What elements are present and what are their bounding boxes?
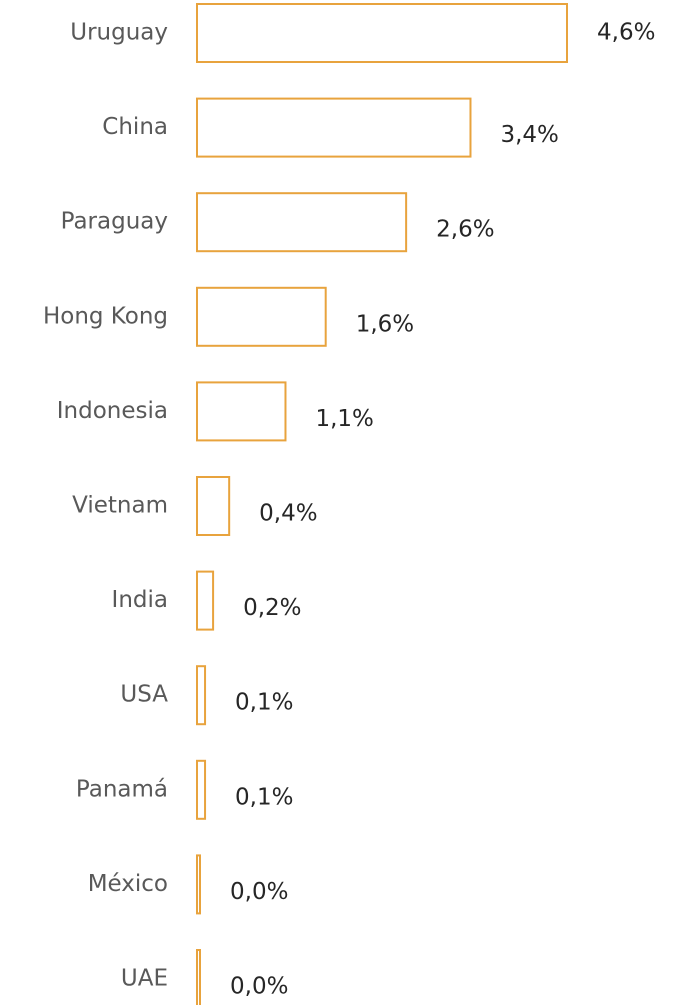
- value-label: 0,2%: [243, 595, 301, 621]
- value-label: 4,6%: [597, 20, 655, 46]
- category-label: UAE: [121, 966, 168, 992]
- category-label: Uruguay: [70, 20, 168, 46]
- bar: [196, 570, 215, 631]
- bar: [196, 759, 207, 820]
- bar: [196, 476, 231, 536]
- value-label: 0,4%: [259, 501, 317, 527]
- value-label: 0,0%: [230, 974, 288, 1000]
- category-label: México: [88, 871, 168, 897]
- category-label: India: [112, 587, 168, 613]
- category-label: Vietnam: [72, 493, 168, 519]
- value-label: 1,6%: [356, 311, 414, 337]
- value-label: 3,4%: [500, 122, 558, 148]
- bar: [196, 665, 207, 726]
- bar: [196, 97, 472, 158]
- bar: [196, 286, 327, 347]
- category-label: Paraguay: [61, 209, 168, 235]
- value-label: 1,1%: [315, 406, 373, 432]
- value-label: 0,0%: [230, 879, 288, 905]
- bar: [196, 854, 201, 915]
- value-label: 2,6%: [436, 217, 494, 243]
- value-label: 0,1%: [235, 690, 293, 716]
- category-label: Hong Kong: [43, 303, 168, 329]
- category-label: Panamá: [76, 776, 168, 802]
- category-label: China: [102, 114, 168, 140]
- bar: [196, 192, 408, 253]
- value-labels: 4,6% 3,4% 2,6% 1,6% 1,1% 0,4% 0,2% 0,1% 0,1% 0,0%…: [230, 20, 655, 1000]
- category-label: USA: [120, 682, 168, 708]
- bars: [196, 3, 568, 1005]
- bar: [196, 949, 201, 1005]
- value-label: 0,1%: [235, 784, 293, 810]
- bar: [196, 381, 287, 442]
- bar: [196, 3, 568, 63]
- category-label: Indonesia: [57, 398, 168, 424]
